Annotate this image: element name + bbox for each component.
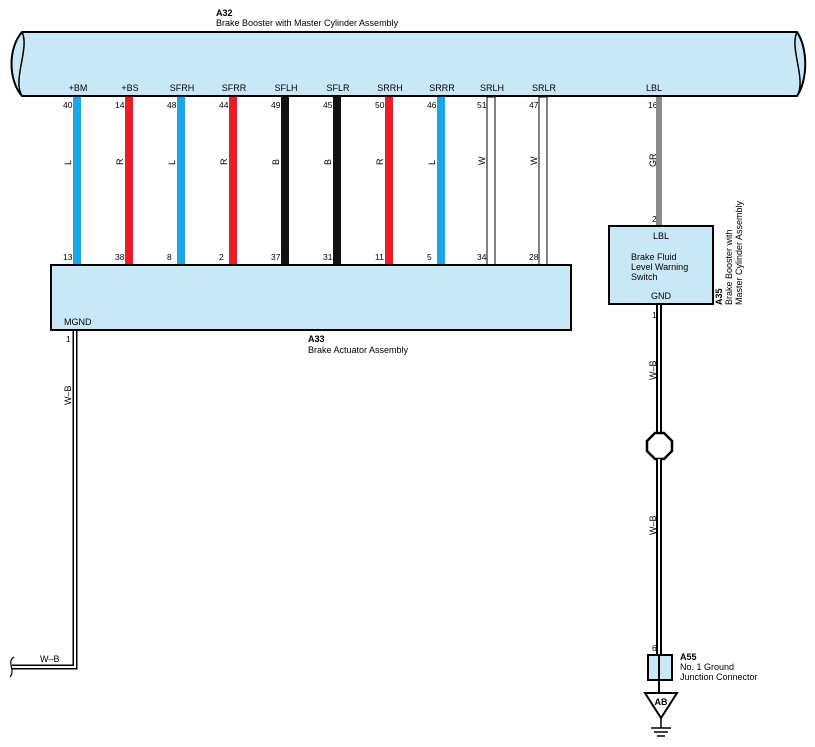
a35-parent-name-1: Brake Booster with — [724, 229, 734, 305]
wire-bottom-pin-srlh: 34 — [477, 252, 487, 262]
wire-top-pin-plus-bm: 40 — [63, 100, 73, 110]
wire-top-pin-sflh: 49 — [271, 100, 281, 110]
wire-top-name-srrh: SRRH — [377, 83, 403, 93]
wire-bottom-pin-srrh: 11 — [375, 252, 384, 262]
a55-name-2: Junction Connector — [680, 672, 758, 682]
a35-parent-name-2: Master Cylinder Assembly — [734, 200, 744, 305]
a35-name-1: Brake Fluid — [631, 252, 677, 262]
wire-top-name-srlh: SRLH — [480, 83, 504, 93]
a55-pin: 6 — [652, 643, 657, 653]
a32-code: A32 — [216, 8, 233, 18]
a33-name: Brake Actuator Assembly — [308, 345, 409, 355]
wire-top-pin-sfrr: 44 — [219, 100, 229, 110]
a33-code: A33 — [308, 334, 325, 344]
a33-mgnd-label: MGND — [64, 317, 92, 327]
mgnd-wire-core — [12, 331, 76, 668]
a32-bar-right-break — [794, 31, 801, 97]
a32-bar-left-break — [18, 31, 25, 97]
wire-color-sflr: B — [323, 159, 333, 165]
a33-assembly-box — [50, 264, 572, 331]
junction-octagon — [645, 431, 674, 461]
lbl-bottom-pin: 2 — [652, 214, 657, 224]
wire-srrh — [385, 97, 393, 265]
wire-color-plus-bs: R — [115, 158, 125, 165]
wire-bundle: +BM40L13+BM+BS14R38+BSSFRH48L8SFRHSFRR44… — [63, 83, 557, 279]
a35-in-label: LBL — [653, 231, 669, 241]
wire-top-name-plus-bm: +BM — [69, 83, 88, 93]
wire-srlr — [538, 96, 548, 266]
wire-bottom-pin-srrr: 5 — [427, 252, 432, 262]
ground-triangle — [643, 692, 679, 720]
wire-top-name-sfrr: SFRR — [222, 83, 247, 93]
a35-gnd-wire-color-1: W–B — [648, 360, 658, 380]
ground-label: AB — [655, 697, 668, 707]
wire-color-srrh: R — [375, 158, 385, 165]
a55-wire-through — [658, 655, 660, 693]
a35-gnd-wire-lower-core — [658, 459, 660, 656]
mgnd-wire-color-bottom: W–B — [40, 654, 60, 664]
wire-plus-bs — [125, 97, 133, 265]
lbl-top-name: LBL — [646, 83, 662, 93]
a35-code: A35 — [714, 288, 724, 305]
a33-mgnd-pin: 1 — [66, 334, 71, 344]
wire-srlh — [486, 96, 496, 266]
wire-top-pin-plus-bs: 14 — [115, 100, 125, 110]
wire-bottom-pin-sfrh: 8 — [167, 252, 172, 262]
a35-gnd-wire-upper-core — [658, 305, 660, 435]
a35-gnd-pin: 1 — [652, 310, 657, 320]
wire-top-pin-srlh: 51 — [477, 100, 487, 110]
wire-top-name-sflr: SFLR — [326, 83, 350, 93]
wire-srrr — [437, 97, 445, 265]
wire-top-pin-sflr: 45 — [323, 100, 333, 110]
wire-bottom-pin-sflr: 31 — [323, 252, 333, 262]
wire-plus-bm — [73, 97, 81, 265]
lbl-wire-color: GR — [648, 153, 658, 167]
lbl-top-pin: 16 — [648, 100, 658, 110]
a32-name: Brake Booster with Master Cylinder Assem… — [216, 18, 399, 28]
wire-top-name-plus-bs: +BS — [121, 83, 138, 93]
a35-name-3: Switch — [631, 272, 658, 282]
wire-top-pin-srrr: 46 — [427, 100, 437, 110]
wire-top-pin-srlr: 47 — [529, 100, 539, 110]
mgnd-wire-break — [9, 656, 15, 678]
wire-sfrr — [229, 97, 237, 265]
wire-bottom-pin-srlr: 28 — [529, 252, 539, 262]
wire-color-srrr: L — [427, 160, 437, 165]
wire-bottom-pin-sflh: 37 — [271, 252, 281, 262]
wire-color-srlr: W — [529, 156, 539, 165]
wire-bottom-pin-sfrr: 2 — [219, 252, 224, 262]
wire-bottom-pin-plus-bm: 13 — [63, 252, 73, 262]
a35-gnd-label: GND — [651, 291, 672, 301]
wire-color-plus-bm: L — [63, 160, 73, 165]
wire-sflr — [333, 97, 341, 265]
a55-name-1: No. 1 Ground — [680, 662, 734, 672]
wire-bottom-pin-plus-bs: 38 — [115, 252, 125, 262]
a55-code: A55 — [680, 652, 697, 662]
wire-top-name-srrr: SRRR — [429, 83, 455, 93]
wire-top-pin-srrh: 50 — [375, 100, 385, 110]
wire-top-name-sflh: SFLH — [274, 83, 297, 93]
a35-side-label: A35 Brake Booster with Master Cylinder A… — [714, 200, 744, 305]
a35-name-2: Level Warning — [631, 262, 688, 272]
wire-sflh — [281, 97, 289, 265]
mgnd-wire — [12, 331, 78, 670]
wire-color-sfrh: L — [167, 160, 177, 165]
wire-sfrh — [177, 97, 185, 265]
wire-color-sflh: B — [271, 159, 281, 165]
lbl-wire-gray — [656, 97, 662, 225]
a35-switch-box — [608, 225, 714, 305]
wire-color-sfrr: R — [219, 158, 229, 165]
wire-top-pin-sfrh: 48 — [167, 100, 177, 110]
a35-gnd-wire-color-2: W–B — [648, 515, 658, 535]
wire-top-name-srlr: SRLR — [532, 83, 557, 93]
mgnd-wire-color: W–B — [63, 385, 73, 405]
wire-color-srlh: W — [477, 156, 487, 165]
wire-top-name-sfrh: SFRH — [170, 83, 195, 93]
